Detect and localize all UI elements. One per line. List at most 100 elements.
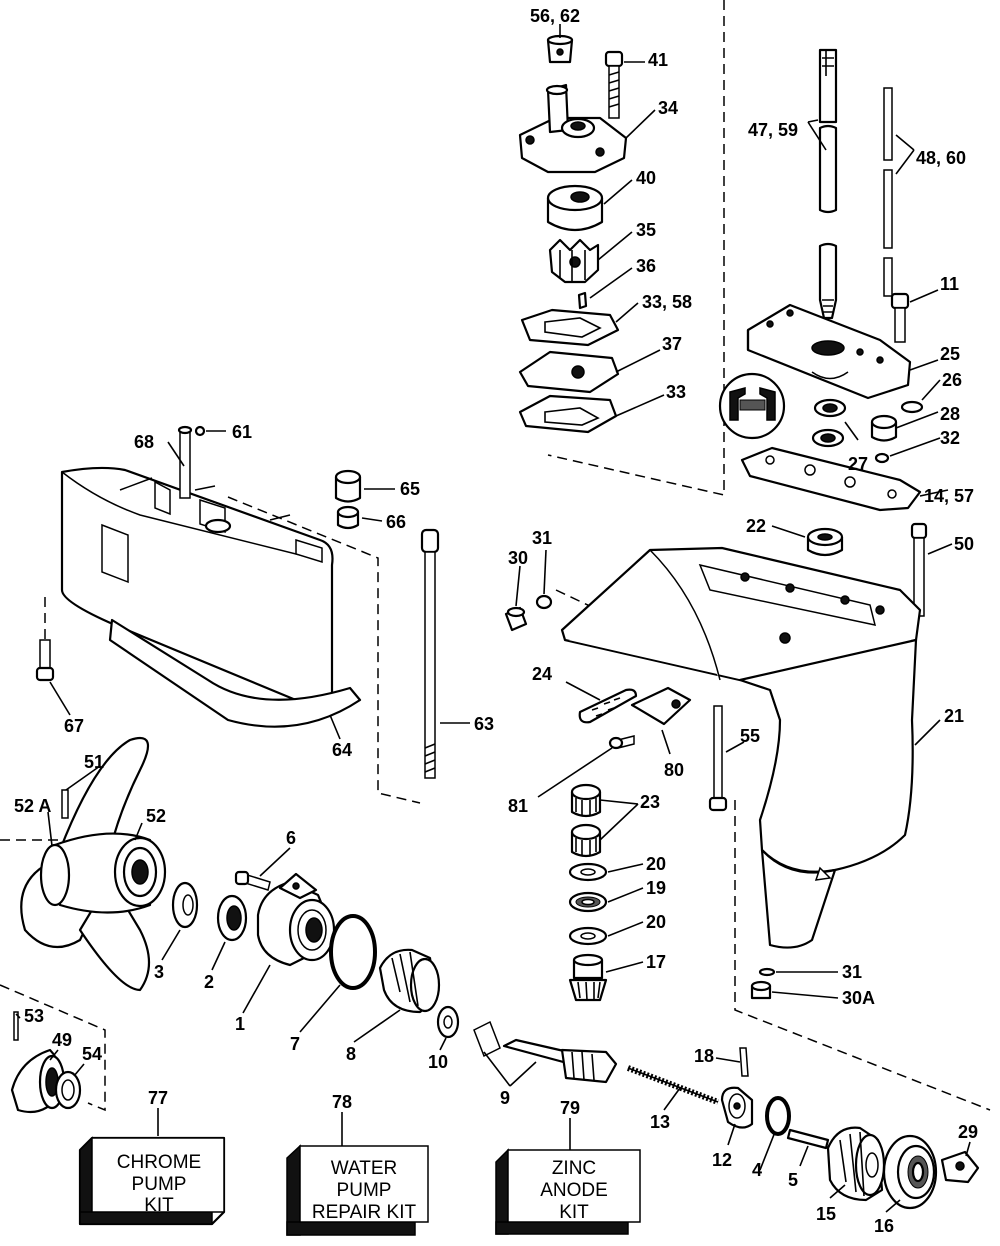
gearcase-gasket-part — [740, 446, 922, 512]
bearing-housing-part — [256, 872, 336, 967]
label-33-58: 33, 58 — [642, 292, 692, 312]
label-8: 8 — [346, 1044, 356, 1064]
label-22: 22 — [746, 516, 766, 536]
label-14-57: 14, 57 — [924, 486, 974, 506]
impeller-key-part — [577, 291, 588, 310]
cone-washer-part — [54, 1070, 82, 1110]
cradle-part — [940, 1150, 980, 1184]
label-54: 54 — [82, 1044, 102, 1064]
dog-pin-part — [739, 1047, 749, 1077]
label-25: 25 — [940, 344, 960, 364]
vent-screw-part — [504, 606, 528, 632]
label-78: 78 — [332, 1092, 352, 1112]
zinc-anode-kit-box: ZINC ANODE KIT — [495, 1148, 641, 1235]
label-31-bottom: 31 — [842, 962, 862, 982]
zinc-kit-line2: ANODE — [540, 1180, 608, 1201]
bushing-part — [870, 414, 898, 442]
lower-bushing-part — [336, 505, 360, 530]
label-36: 36 — [636, 256, 656, 276]
label-15: 15 — [816, 1204, 836, 1224]
label-24: 24 — [532, 664, 552, 684]
cone-pin-part — [13, 1011, 19, 1041]
water-kit-line3: REPAIR KIT — [312, 1202, 417, 1223]
chrome-kit-line2: PUMP — [132, 1174, 187, 1195]
label-47-59: 47, 59 — [748, 120, 798, 140]
label-13: 13 — [650, 1112, 670, 1132]
label-77: 77 — [148, 1088, 168, 1108]
clutch-dog-part — [720, 1086, 754, 1129]
label-56-62: 56, 62 — [530, 6, 580, 26]
small-oring-part — [874, 452, 890, 464]
gearcase-part — [560, 546, 922, 949]
anode-screw-part — [608, 735, 635, 750]
exhaust-housing-part — [60, 466, 362, 728]
label-52a: 52 A — [14, 796, 51, 816]
label-9: 9 — [500, 1088, 510, 1108]
bracket-part — [630, 686, 692, 726]
label-81: 81 — [508, 796, 528, 816]
label-53: 53 — [24, 1006, 44, 1026]
chrome-pump-kit-box: CHROME PUMP KIT — [78, 1136, 226, 1226]
prop-seal-part — [216, 894, 248, 942]
label-17: 17 — [646, 952, 666, 972]
label-68: 68 — [134, 432, 154, 452]
pump-housing-part — [518, 83, 628, 174]
shifter-spring-part — [626, 1065, 720, 1105]
pump-gasket-lower-part — [518, 394, 618, 434]
chrome-kit-line1: CHROME — [117, 1152, 201, 1173]
label-12: 12 — [712, 1150, 732, 1170]
label-30a: 30A — [842, 988, 875, 1008]
label-10: 10 — [428, 1052, 448, 1072]
label-5: 5 — [788, 1170, 798, 1190]
label-28: 28 — [940, 404, 960, 424]
trim-anode-part — [578, 688, 638, 724]
label-80: 80 — [664, 760, 684, 780]
impeller-cup-part — [546, 184, 604, 232]
housing-oring-part — [329, 914, 377, 990]
label-23: 23 — [640, 792, 660, 812]
label-19: 19 — [646, 878, 666, 898]
prop-thrust-washer-part — [171, 881, 199, 929]
label-20-upper: 20 — [646, 854, 666, 874]
vent-washer-part — [535, 594, 553, 610]
label-4: 4 — [752, 1160, 762, 1180]
label-35: 35 — [636, 220, 656, 240]
chrome-kit-line3: KIT — [144, 1195, 174, 1216]
water-pump-repair-kit-box: WATER PUMP REPAIR KIT — [286, 1144, 429, 1236]
upper-bushing-part — [334, 469, 362, 503]
label-27: 27 — [848, 454, 868, 474]
label-41: 41 — [648, 50, 668, 70]
label-34: 34 — [658, 98, 678, 118]
driveshaft-part — [818, 48, 838, 320]
label-40: 40 — [636, 168, 656, 188]
water-kit-line2: PUMP — [337, 1180, 392, 1201]
propeller-shaft-part — [473, 1020, 618, 1084]
part-labels: 56, 62 41 34 40 35 36 33, 58 37 33 47, 5… — [14, 6, 978, 1236]
spacer-part — [806, 527, 844, 557]
long-stud-part — [420, 528, 440, 779]
propeller-part — [20, 737, 167, 992]
shift-rod-part — [883, 87, 893, 297]
label-63: 63 — [474, 714, 494, 734]
label-31-top: 31 — [532, 528, 552, 548]
label-1: 1 — [235, 1014, 245, 1034]
label-33: 33 — [666, 382, 686, 402]
label-49: 49 — [52, 1030, 72, 1050]
reverse-gear-part — [378, 948, 441, 1014]
pump-plate-part — [518, 350, 620, 394]
label-48-60: 48, 60 — [916, 148, 966, 168]
label-67: 67 — [64, 716, 84, 736]
label-3: 3 — [154, 962, 164, 982]
impeller-part — [548, 238, 600, 284]
label-7: 7 — [290, 1034, 300, 1054]
tube-grommet-part — [194, 425, 206, 437]
label-50: 50 — [954, 534, 974, 554]
water-tube-part — [177, 425, 193, 499]
forward-gear-part — [826, 1126, 886, 1202]
label-32: 32 — [940, 428, 960, 448]
label-11: 11 — [940, 274, 959, 294]
bearing-housing-screw-part — [234, 870, 271, 891]
anode-cone-part — [10, 1048, 66, 1114]
drain-screw-part — [750, 980, 772, 1000]
label-6: 6 — [286, 828, 296, 848]
